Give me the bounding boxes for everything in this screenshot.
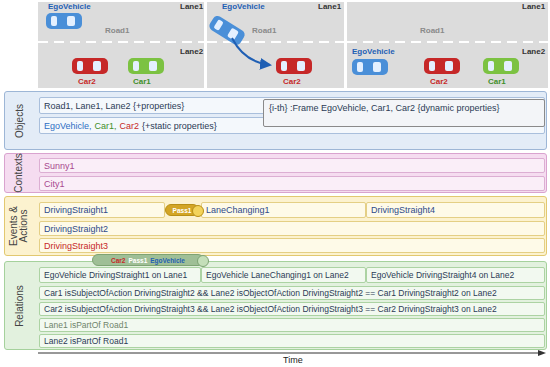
scene-label: Road1 — [105, 26, 129, 36]
scene-label: Car1 — [488, 77, 506, 87]
layer-row: LaneChanging1 — [201, 202, 366, 218]
node-text: Car1, — [95, 121, 117, 131]
car-icons — [46, 13, 519, 75]
node-text: Car1 isSubjectOfAction DrivingStraight2 … — [44, 288, 497, 298]
scene-label: Car2 — [430, 77, 448, 87]
node-text: DrivingStraight2 — [44, 224, 108, 234]
node-text: EgoVehicle LaneChanging1 on Lane2 — [206, 270, 349, 280]
layer-row: DrivingStraight4 — [366, 202, 545, 218]
scene-label: Lane2 — [180, 47, 203, 57]
band-heading: Events & Actions — [6, 199, 32, 253]
band-heading: Relations — [6, 264, 32, 347]
node-text: DrivingStraight1 — [44, 205, 108, 215]
layer-row: EgoVehicle LaneChanging1 on Lane2 — [201, 267, 366, 283]
layer-band: Objects Road1, Lane1, Lane2 {+properties}… — [4, 91, 547, 150]
scene-label: Lane1 — [180, 2, 203, 12]
scene-label: Lane1 — [318, 2, 341, 12]
scene-label: Car1 — [133, 77, 151, 87]
node-text: Pass1 — [173, 207, 192, 214]
layer-row: Lane2 isPartOf Road1 — [39, 334, 545, 348]
layer-row: EgoVehicle DrivingStraight1 on Lane1 — [39, 267, 201, 283]
node-text: LaneChanging1 — [206, 205, 270, 215]
node-text: Lane1 isPartOf Road1 — [44, 320, 128, 330]
node-text: Pass1 — [128, 257, 147, 264]
scene-label: Lane2 — [522, 47, 545, 57]
band-heading: Contexts — [6, 156, 32, 190]
layer-row: Lane1 isPartOf Road1 — [39, 318, 545, 332]
layer-row: Car1 isSubjectOfAction DrivingStraight2 … — [39, 286, 545, 300]
node-text: EgoVehicle DrivingStraight1 on Lane1 — [44, 270, 187, 280]
layer-row: DrivingStraight2 — [39, 221, 545, 236]
band-heading: Objects — [6, 94, 32, 147]
road-panel — [38, 2, 548, 88]
axis-label: Time — [283, 355, 303, 365]
layer-row: Car2 isSubjectOfAction DrivingStraight3 … — [39, 302, 545, 316]
node-text: EgoVehicle DrivingStraight4 on Lane2 — [371, 270, 514, 280]
node-text: City1 — [44, 179, 65, 189]
scene-label: EgoVehicle — [48, 2, 91, 12]
layer-band: Relations EgoVehicle DrivingStraight1 on … — [4, 261, 547, 350]
scene-label: Car2 — [283, 77, 301, 87]
event-pill: Car2Pass1EgoVehicle — [92, 254, 204, 266]
node-text: Sunny1 — [44, 161, 75, 171]
node-text: EgoVehicle — [150, 257, 185, 264]
scene-label: Road1 — [252, 26, 276, 36]
scene-label: EgoVehicle — [222, 2, 265, 12]
node-text: DrivingStraight3 — [44, 241, 108, 251]
node-text: Car2 — [111, 257, 125, 264]
frame-callout: {i-th} :Frame EgoVehicle, Car1, Car2 {dy… — [263, 99, 545, 127]
node-text: {+static properties} — [142, 121, 217, 131]
node-text: Car2 isSubjectOfAction DrivingStraight3 … — [44, 304, 497, 314]
layer-band: Contexts Sunny1City1 — [4, 153, 547, 193]
scene-label: EgoVehicle — [352, 47, 395, 57]
layer-row: Sunny1 — [39, 158, 545, 173]
node-text: {i-th} :Frame EgoVehicle, Car1, Car2 {dy… — [269, 102, 500, 114]
node-text: DrivingStraight4 — [371, 205, 435, 215]
layer-row: City1 — [39, 176, 545, 191]
node-text: Car2 — [120, 121, 140, 131]
scene-label: Lane1 — [522, 2, 545, 12]
node-text: Lane2 isPartOf Road1 — [44, 336, 128, 346]
node-text: Road1, Lane1, Lane2 {+properties} — [44, 101, 184, 111]
layer-row: EgoVehicle DrivingStraight4 on Lane2 — [366, 267, 545, 283]
layer-row: DrivingStraight1 — [39, 202, 165, 218]
layer-row: DrivingStraight3 — [39, 238, 545, 253]
scene-label: Car2 — [78, 77, 96, 87]
event-pill: Pass1 — [165, 204, 199, 216]
layer-band: Events & Actions DrivingStraight1 Pass1 Lan… — [4, 196, 547, 256]
scene-label: Road1 — [420, 26, 444, 36]
node-text: EgoVehicle, — [44, 121, 92, 131]
